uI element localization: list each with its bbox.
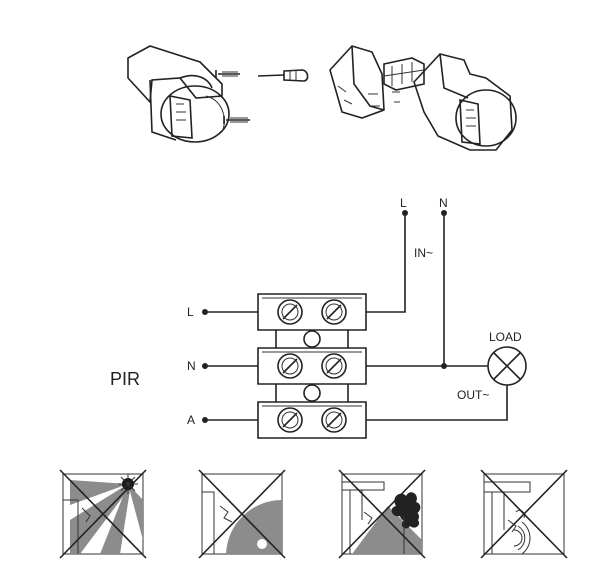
no-direct-light-icon — [59, 469, 147, 559]
load-output-wire — [366, 385, 508, 421]
pir-sensor-mounting-icon — [127, 45, 309, 143]
no-heat-source-icon — [198, 469, 286, 559]
terminal-screw — [277, 407, 303, 433]
live-supply-wire — [366, 213, 406, 313]
supply-neutral-label: N — [439, 196, 448, 210]
load-label: LOAD — [489, 330, 522, 344]
terminal-screw — [321, 407, 347, 433]
terminal-screw — [321, 353, 347, 379]
no-air-vent-icon — [480, 469, 568, 559]
wiring-diagram: L N IN~ L N A PIR LOAD OUT~ — [110, 196, 527, 439]
no-moving-foliage-icon — [338, 469, 426, 559]
device-label: PIR — [110, 369, 140, 389]
terminal-output-label: A — [187, 413, 195, 427]
load-lamp-icon — [487, 346, 527, 386]
terminal-block — [257, 293, 367, 439]
terminal-live-label: L — [187, 305, 194, 319]
output-label: OUT~ — [457, 388, 489, 402]
input-label: IN~ — [414, 246, 433, 260]
pir-sensor-terminal-cover-icon — [329, 45, 517, 151]
terminal-screw — [321, 299, 347, 325]
supply-live-label: L — [400, 196, 407, 210]
terminal-neutral-label: N — [187, 359, 196, 373]
terminal-screw — [277, 353, 303, 379]
terminal-screw — [277, 299, 303, 325]
